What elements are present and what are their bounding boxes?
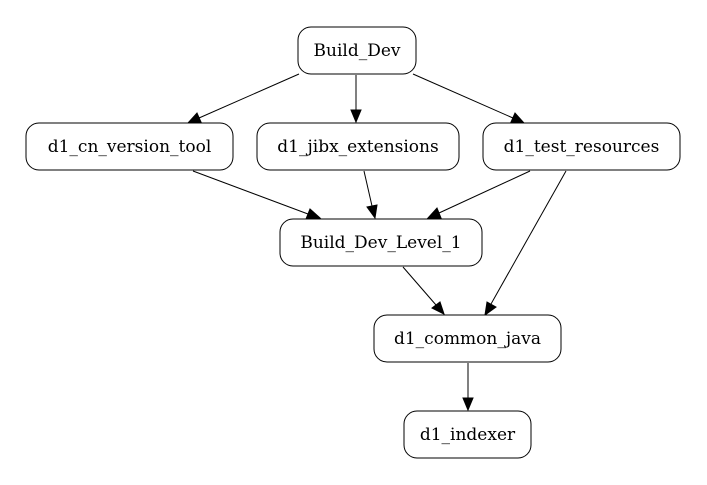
node-build-dev-level-1: Build_Dev_Level_1 [279, 218, 483, 267]
edge-d1_test_resources-to-d1_common_java [484, 170, 567, 317]
node-d1-jibx-extensions: d1_jibx_extensions [256, 122, 460, 171]
node-d1-cn-version-tool-label: d1_cn_version_tool [48, 137, 212, 157]
edge-d1_jibx_extensions-to-build_dev_level_1 [363, 170, 378, 220]
edge-build_dev-to-d1_jibx_extensions [350, 75, 362, 124]
edge-d1_cn_version_tool-to-build_dev_level_1 [192, 170, 322, 220]
node-build-dev-label: Build_Dev [314, 41, 401, 61]
node-d1-test-resources-label: d1_test_resources [504, 137, 660, 157]
node-d1-cn-version-tool: d1_cn_version_tool [25, 122, 234, 171]
edge-d1_test_resources-to-build_dev_level_1 [426, 170, 531, 219]
edge-d1_common_java-to-d1_indexer [462, 363, 474, 412]
node-d1-indexer: d1_indexer [403, 410, 532, 459]
node-d1-indexer-label: d1_indexer [420, 425, 516, 445]
node-d1-common-java-label: d1_common_java [394, 329, 541, 349]
node-build-dev-level-1-label: Build_Dev_Level_1 [300, 233, 461, 253]
node-build-dev: Build_Dev [297, 26, 417, 75]
edge-build_dev_level_1-to-d1_common_java [402, 266, 445, 315]
node-d1-test-resources: d1_test_resources [482, 122, 681, 171]
edge-build_dev-to-d1_test_resources [412, 73, 526, 124]
edge-build_dev-to-d1_cn_version_tool [186, 73, 300, 124]
node-d1-common-java: d1_common_java [373, 314, 562, 363]
node-d1-jibx-extensions-label: d1_jibx_extensions [277, 137, 438, 157]
